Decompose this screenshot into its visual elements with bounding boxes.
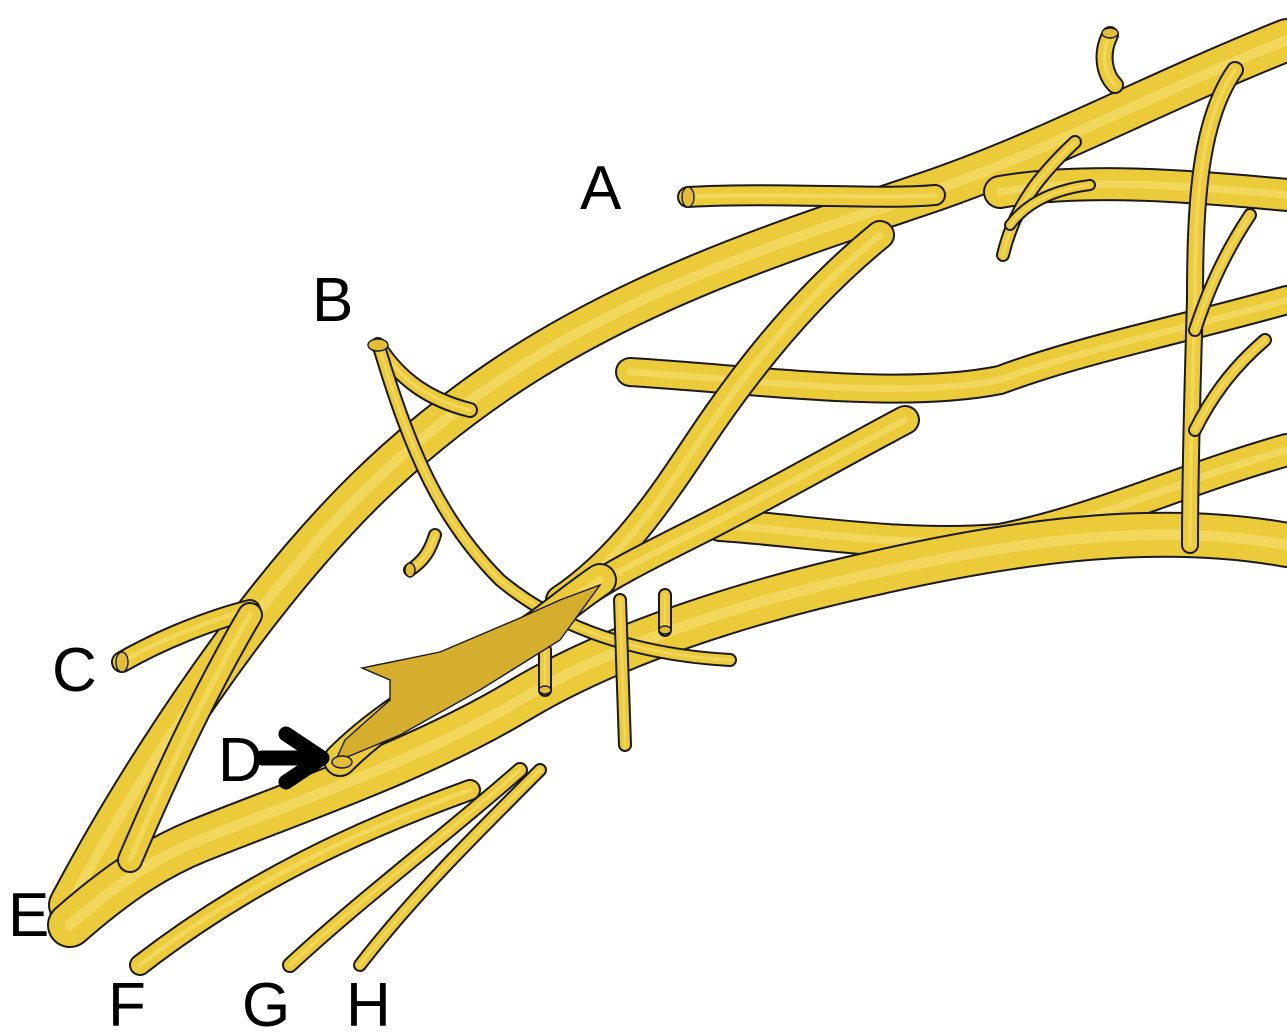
label-h: H <box>346 975 391 1035</box>
nerve-top-stub <box>1105 35 1115 85</box>
label-f: F <box>108 975 146 1035</box>
nerve-vertical-right-3 <box>1195 340 1265 430</box>
nerve-small-branch-3 <box>620 600 625 745</box>
label-e: E <box>8 885 49 947</box>
cut-end-top <box>1102 28 1118 38</box>
cut-end-small-2 <box>539 686 551 694</box>
cut-end-b <box>368 339 388 351</box>
label-b: B <box>312 270 353 332</box>
label-a: A <box>580 158 621 220</box>
cut-end-d <box>332 756 352 768</box>
cut-end-small <box>405 563 415 577</box>
cut-end-small-3 <box>659 626 671 634</box>
label-c: C <box>52 640 97 702</box>
cut-end-a <box>682 187 694 207</box>
label-g: G <box>242 975 290 1035</box>
nerve-branch-a <box>688 195 935 197</box>
label-d: D <box>218 730 263 792</box>
cut-end-c <box>116 652 128 672</box>
